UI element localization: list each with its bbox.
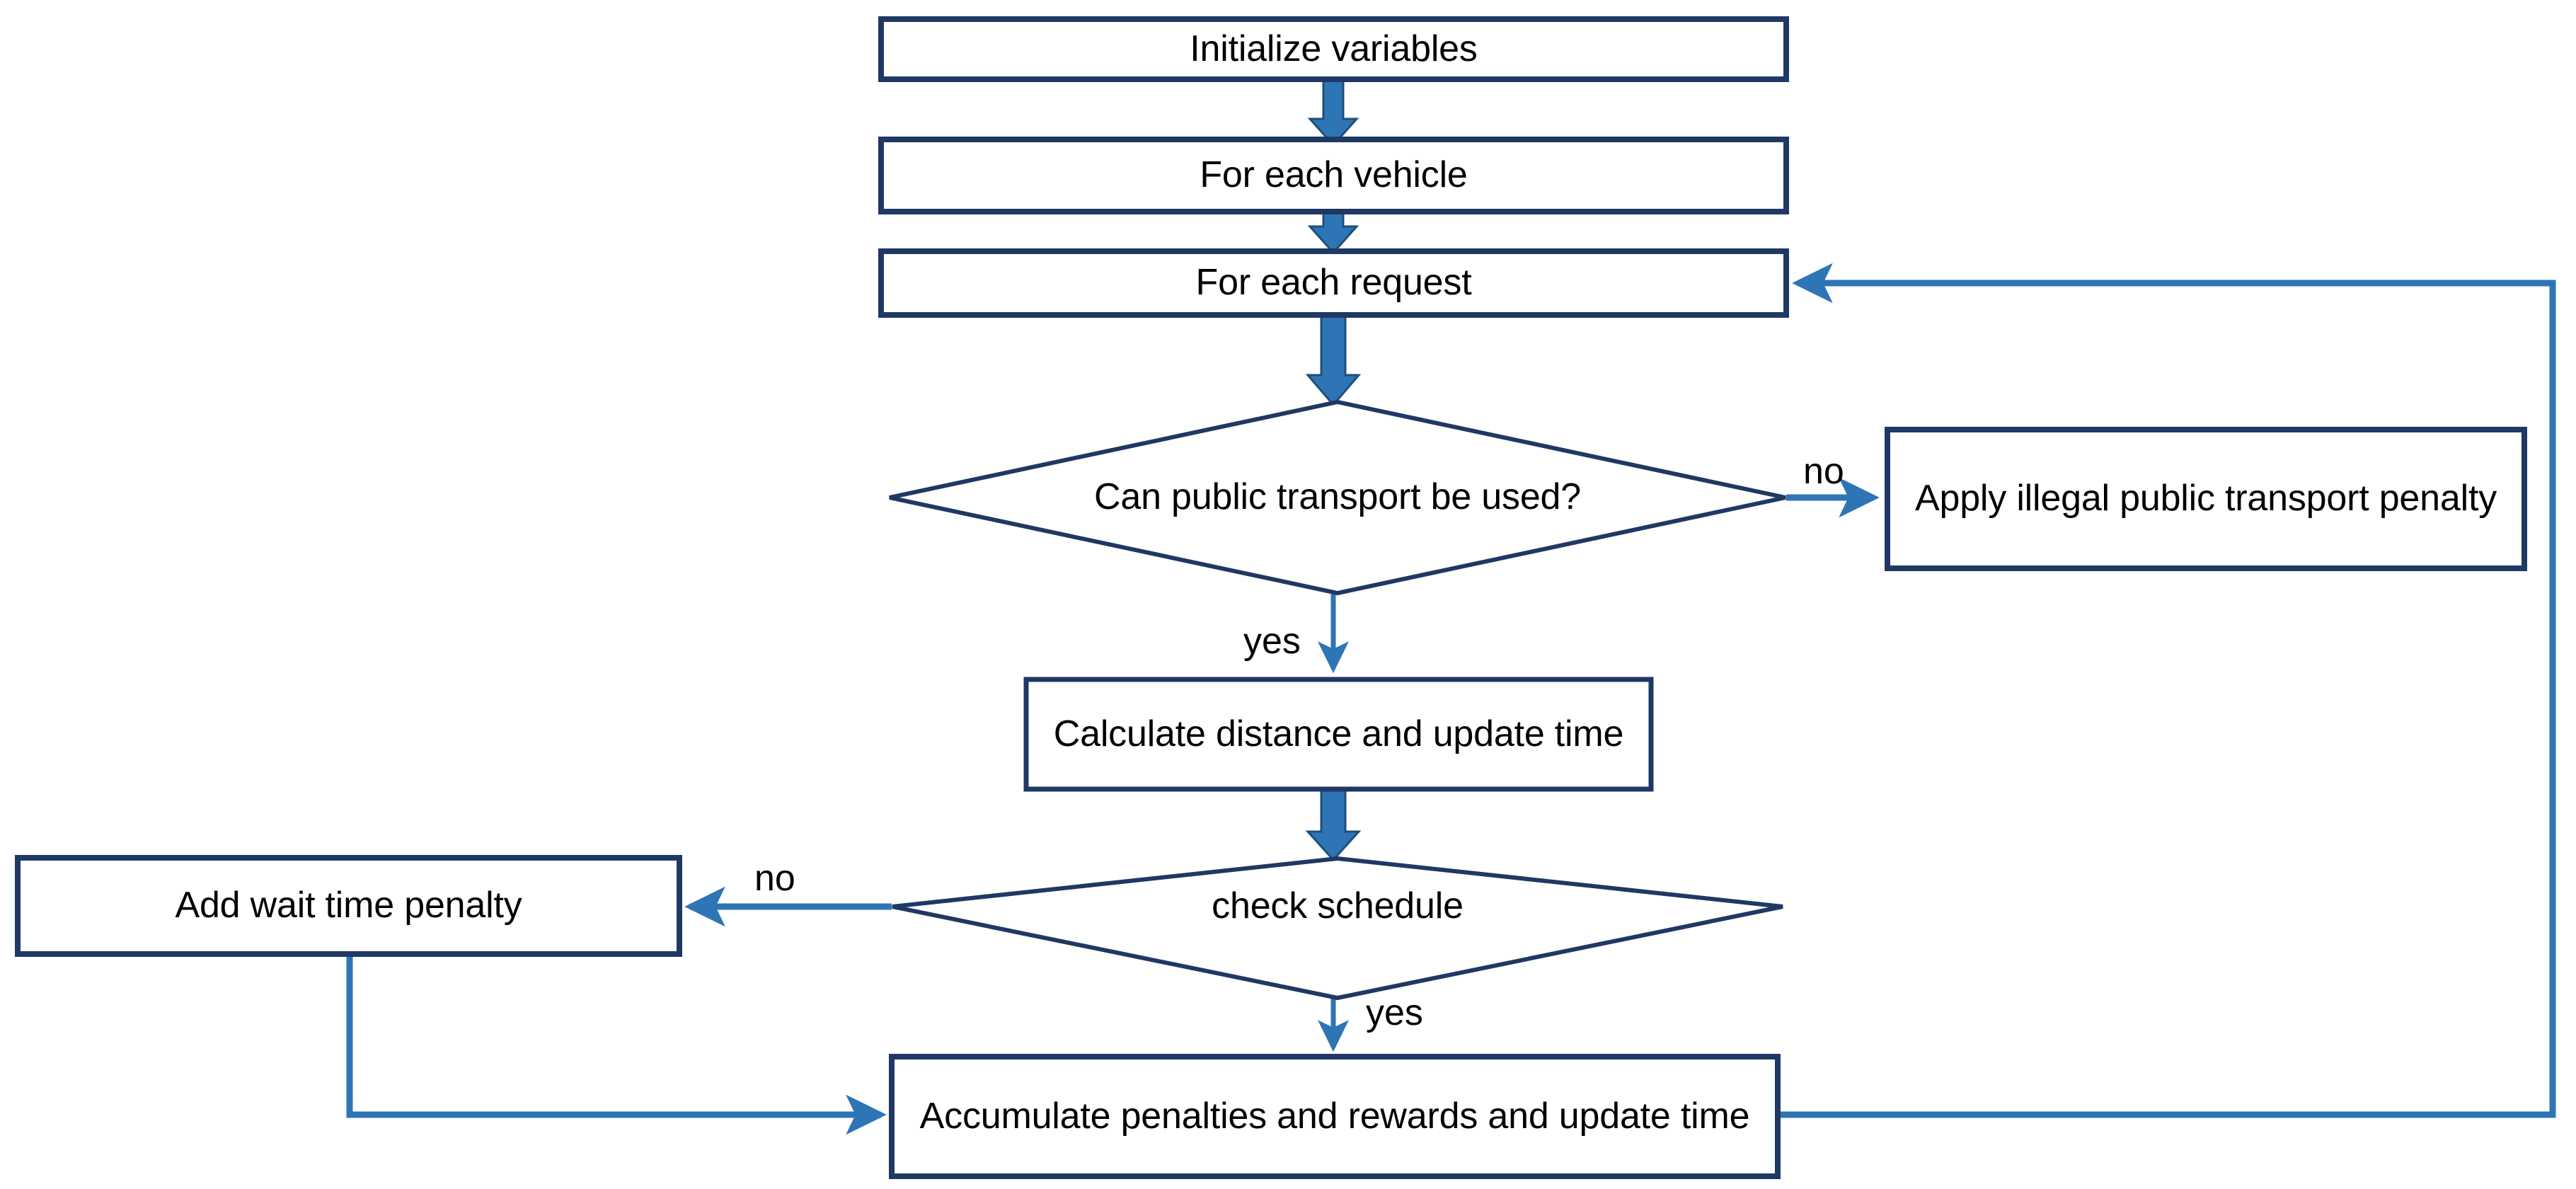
edge-label-checkschedule-no: no	[754, 858, 795, 899]
node-for-each-vehicle[interactable]	[878, 137, 1789, 214]
node-check-schedule[interactable]	[892, 856, 1783, 1001]
edge-label-canpt-yes: yes	[1243, 621, 1301, 662]
node-initialize-variables[interactable]	[878, 16, 1789, 82]
connector-wait-to-accumulate	[346, 955, 887, 1135]
node-can-public-transport-be-used[interactable]	[889, 399, 1786, 596]
edge-label-checkschedule-yes: yes	[1366, 992, 1423, 1033]
node-calculate-distance-and-update-time[interactable]	[1023, 677, 1654, 792]
node-apply-illegal-public-transport-penalty[interactable]	[1885, 427, 2527, 571]
connector-accumulate-loop-to-request	[1778, 263, 2556, 1118]
node-for-each-request[interactable]	[878, 248, 1789, 318]
connector-vehicle-to-request	[1307, 209, 1359, 255]
connector-request-to-decision	[1305, 312, 1362, 407]
node-accumulate-penalties-and-rewards[interactable]	[889, 1054, 1781, 1179]
edge-label-canpt-no: no	[1803, 451, 1844, 492]
node-add-wait-time-penalty[interactable]	[15, 855, 682, 957]
connector-init-to-vehicle	[1307, 76, 1359, 147]
connector-calc-to-checkschedule	[1305, 788, 1362, 862]
